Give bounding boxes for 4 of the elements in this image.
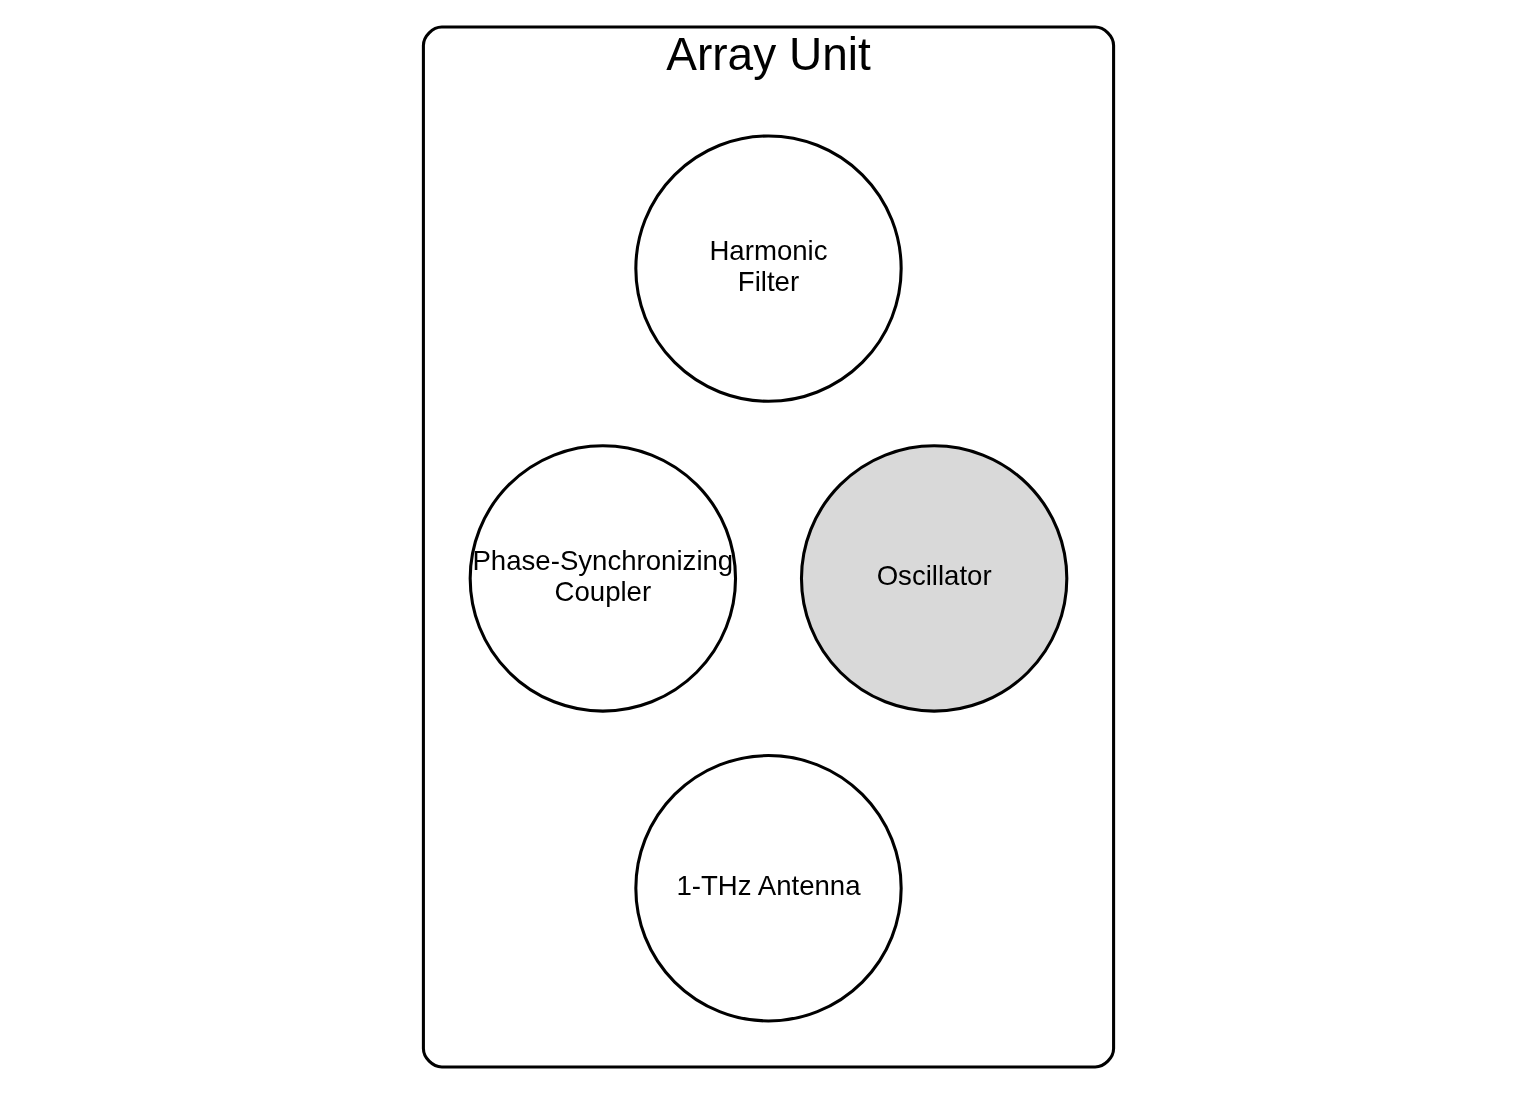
node-circle: Harmonic Filter (633, 134, 903, 403)
node-circle: 1-THz Antenna (633, 754, 903, 1023)
node-circle: Phase-Synchronizing Coupler (468, 444, 737, 713)
node-circle: Oscillator (799, 444, 1068, 713)
